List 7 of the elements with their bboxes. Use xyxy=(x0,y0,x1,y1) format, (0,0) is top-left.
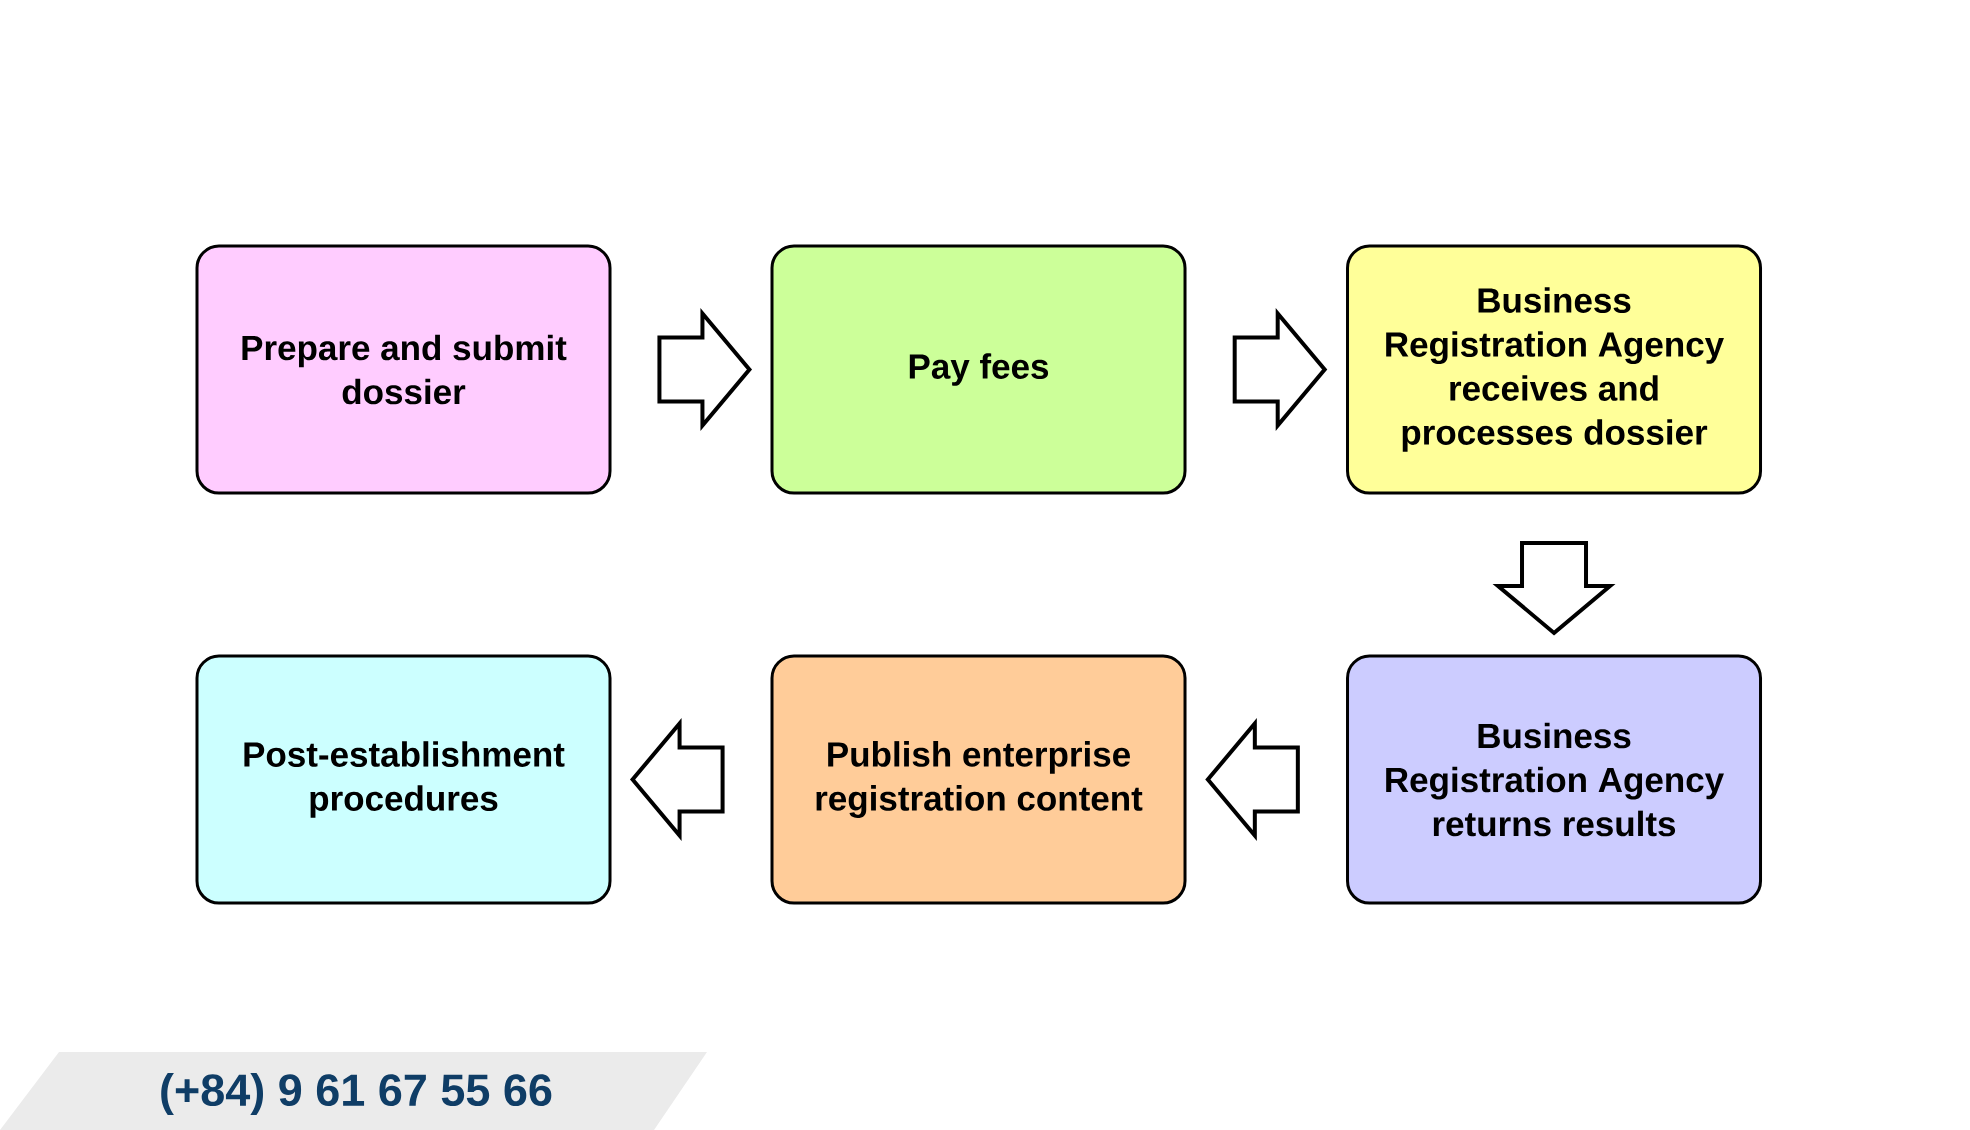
process-box: Business Registration Agency receives and processes dossier xyxy=(1346,244,1762,495)
process-box: Publish enterprise registration content xyxy=(770,654,1187,905)
process-box: Pay fees xyxy=(770,244,1187,495)
process-box: Prepare and submit dossier xyxy=(195,244,612,495)
process-box: Post-establishment procedures xyxy=(195,654,612,905)
process-box: Business Registration Agency returns results xyxy=(1346,654,1762,905)
phone-number: (+84) 9 61 67 55 66 xyxy=(161,1073,552,1115)
